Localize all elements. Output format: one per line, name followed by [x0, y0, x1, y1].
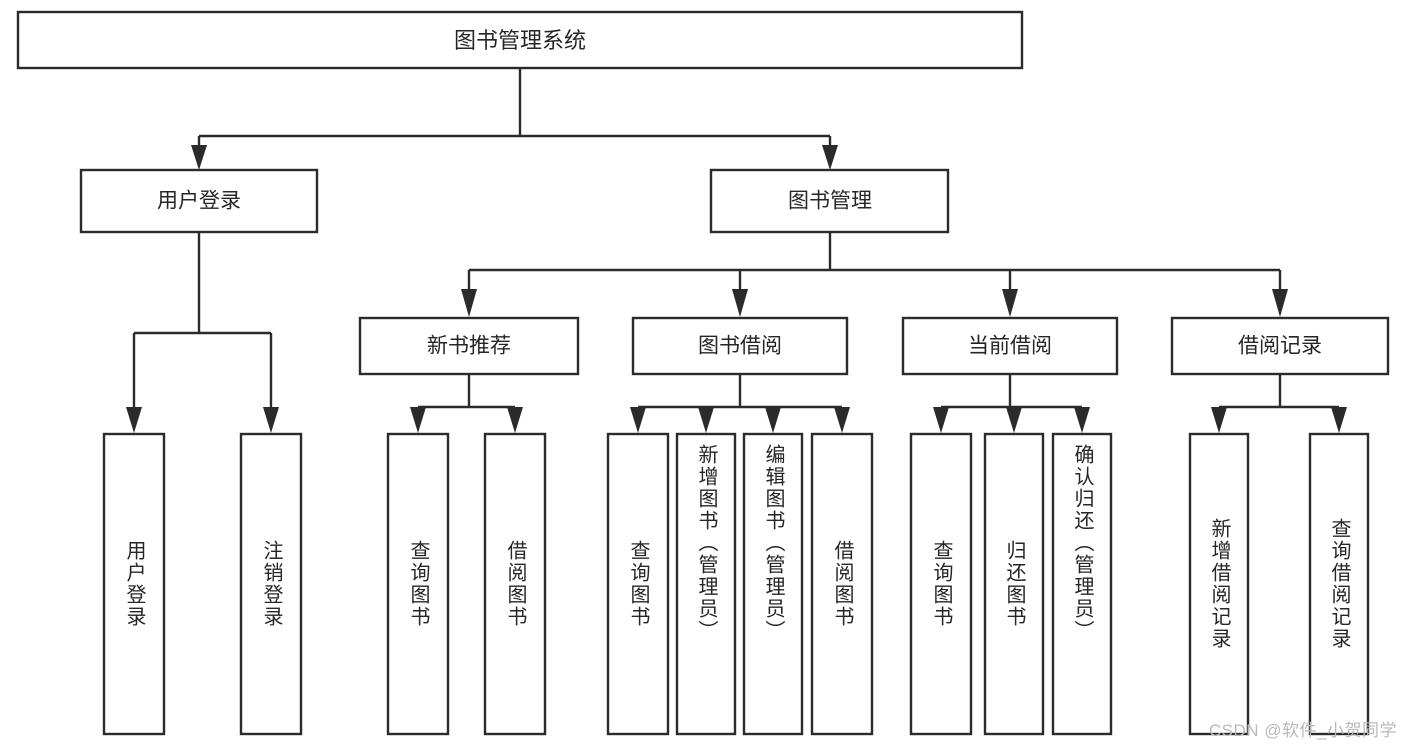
- node-borrow-record-label: 借阅记录: [1238, 335, 1322, 358]
- node-root-label: 图书管理系统: [454, 28, 586, 53]
- node-new-book-recommend[interactable]: [358, 316, 580, 376]
- csdn-watermark: CSDN @软件_小贺同学: [1208, 721, 1397, 740]
- node-leaf-user-login[interactable]: [102, 432, 166, 736]
- node-new-book-recommend-label: 新书推荐: [427, 335, 511, 358]
- arrow-head-leaf-query-record: [1331, 407, 1347, 433]
- node-user-login-label: 用户登录: [157, 190, 241, 213]
- arrow-head-user-login: [191, 145, 207, 170]
- node-layer: 图书管理系统 用户登录 图书管理 新书推荐 图书借阅 当前借阅 借阅记录: [16, 10, 1390, 736]
- arrow-head-leaf-borrow-book-1: [507, 407, 523, 433]
- arrow-head-current-borrow: [1002, 289, 1018, 317]
- arrow-head-leaf-borrow-book-2: [834, 407, 850, 433]
- node-leaf-query-borrow-record[interactable]: [1308, 432, 1370, 736]
- node-leaf-logout[interactable]: [239, 432, 303, 736]
- node-leaf-confirm-return-admin[interactable]: [1051, 432, 1113, 736]
- node-book-borrow[interactable]: [631, 316, 849, 376]
- node-book-borrow-label: 图书借阅: [698, 335, 782, 358]
- node-current-borrow-label: 当前借阅: [968, 335, 1052, 358]
- node-user-login[interactable]: [79, 168, 319, 234]
- node-leaf-add-borrow-record[interactable]: [1188, 432, 1250, 736]
- arrow-head-leaf-return-book: [1006, 407, 1022, 433]
- node-book-management-label: 图书管理: [788, 190, 872, 213]
- arrow-head-leaf-add-record: [1211, 407, 1227, 433]
- arrow-head-leaf-user-login: [126, 407, 142, 433]
- node-current-borrow[interactable]: [901, 316, 1119, 376]
- arrow-head-book-mgmt: [822, 145, 838, 170]
- node-leaf-return-book[interactable]: [983, 432, 1045, 736]
- connector-layer: [126, 68, 1347, 433]
- node-leaf-edit-book-admin[interactable]: [742, 432, 804, 736]
- arrow-head-borrow-record: [1272, 289, 1288, 317]
- arrow-head-leaf-query-book-3: [933, 407, 949, 433]
- node-leaf-borrow-book-borrow[interactable]: [810, 432, 874, 736]
- node-leaf-borrow-book-rec[interactable]: [483, 432, 547, 736]
- node-leaf-query-book-rec[interactable]: [386, 432, 450, 736]
- arrow-head-leaf-edit-book: [765, 407, 781, 433]
- node-leaf-add-book-admin[interactable]: [675, 432, 737, 736]
- arrow-head-leaf-confirm-return: [1074, 407, 1090, 433]
- arrow-head-new-book-rec: [461, 289, 477, 317]
- node-book-management[interactable]: [709, 168, 950, 234]
- arrow-head-leaf-add-book: [698, 407, 714, 433]
- arrow-head-leaf-logout: [263, 407, 279, 433]
- arrow-head-book-borrow: [732, 289, 748, 317]
- arrow-head-leaf-query-book-2: [630, 407, 646, 433]
- node-leaf-query-book-current[interactable]: [909, 432, 973, 736]
- node-root[interactable]: [16, 10, 1024, 70]
- arrow-head-leaf-query-book-1: [410, 407, 426, 433]
- node-borrow-record[interactable]: [1170, 316, 1390, 376]
- node-leaf-query-book-borrow[interactable]: [606, 432, 670, 736]
